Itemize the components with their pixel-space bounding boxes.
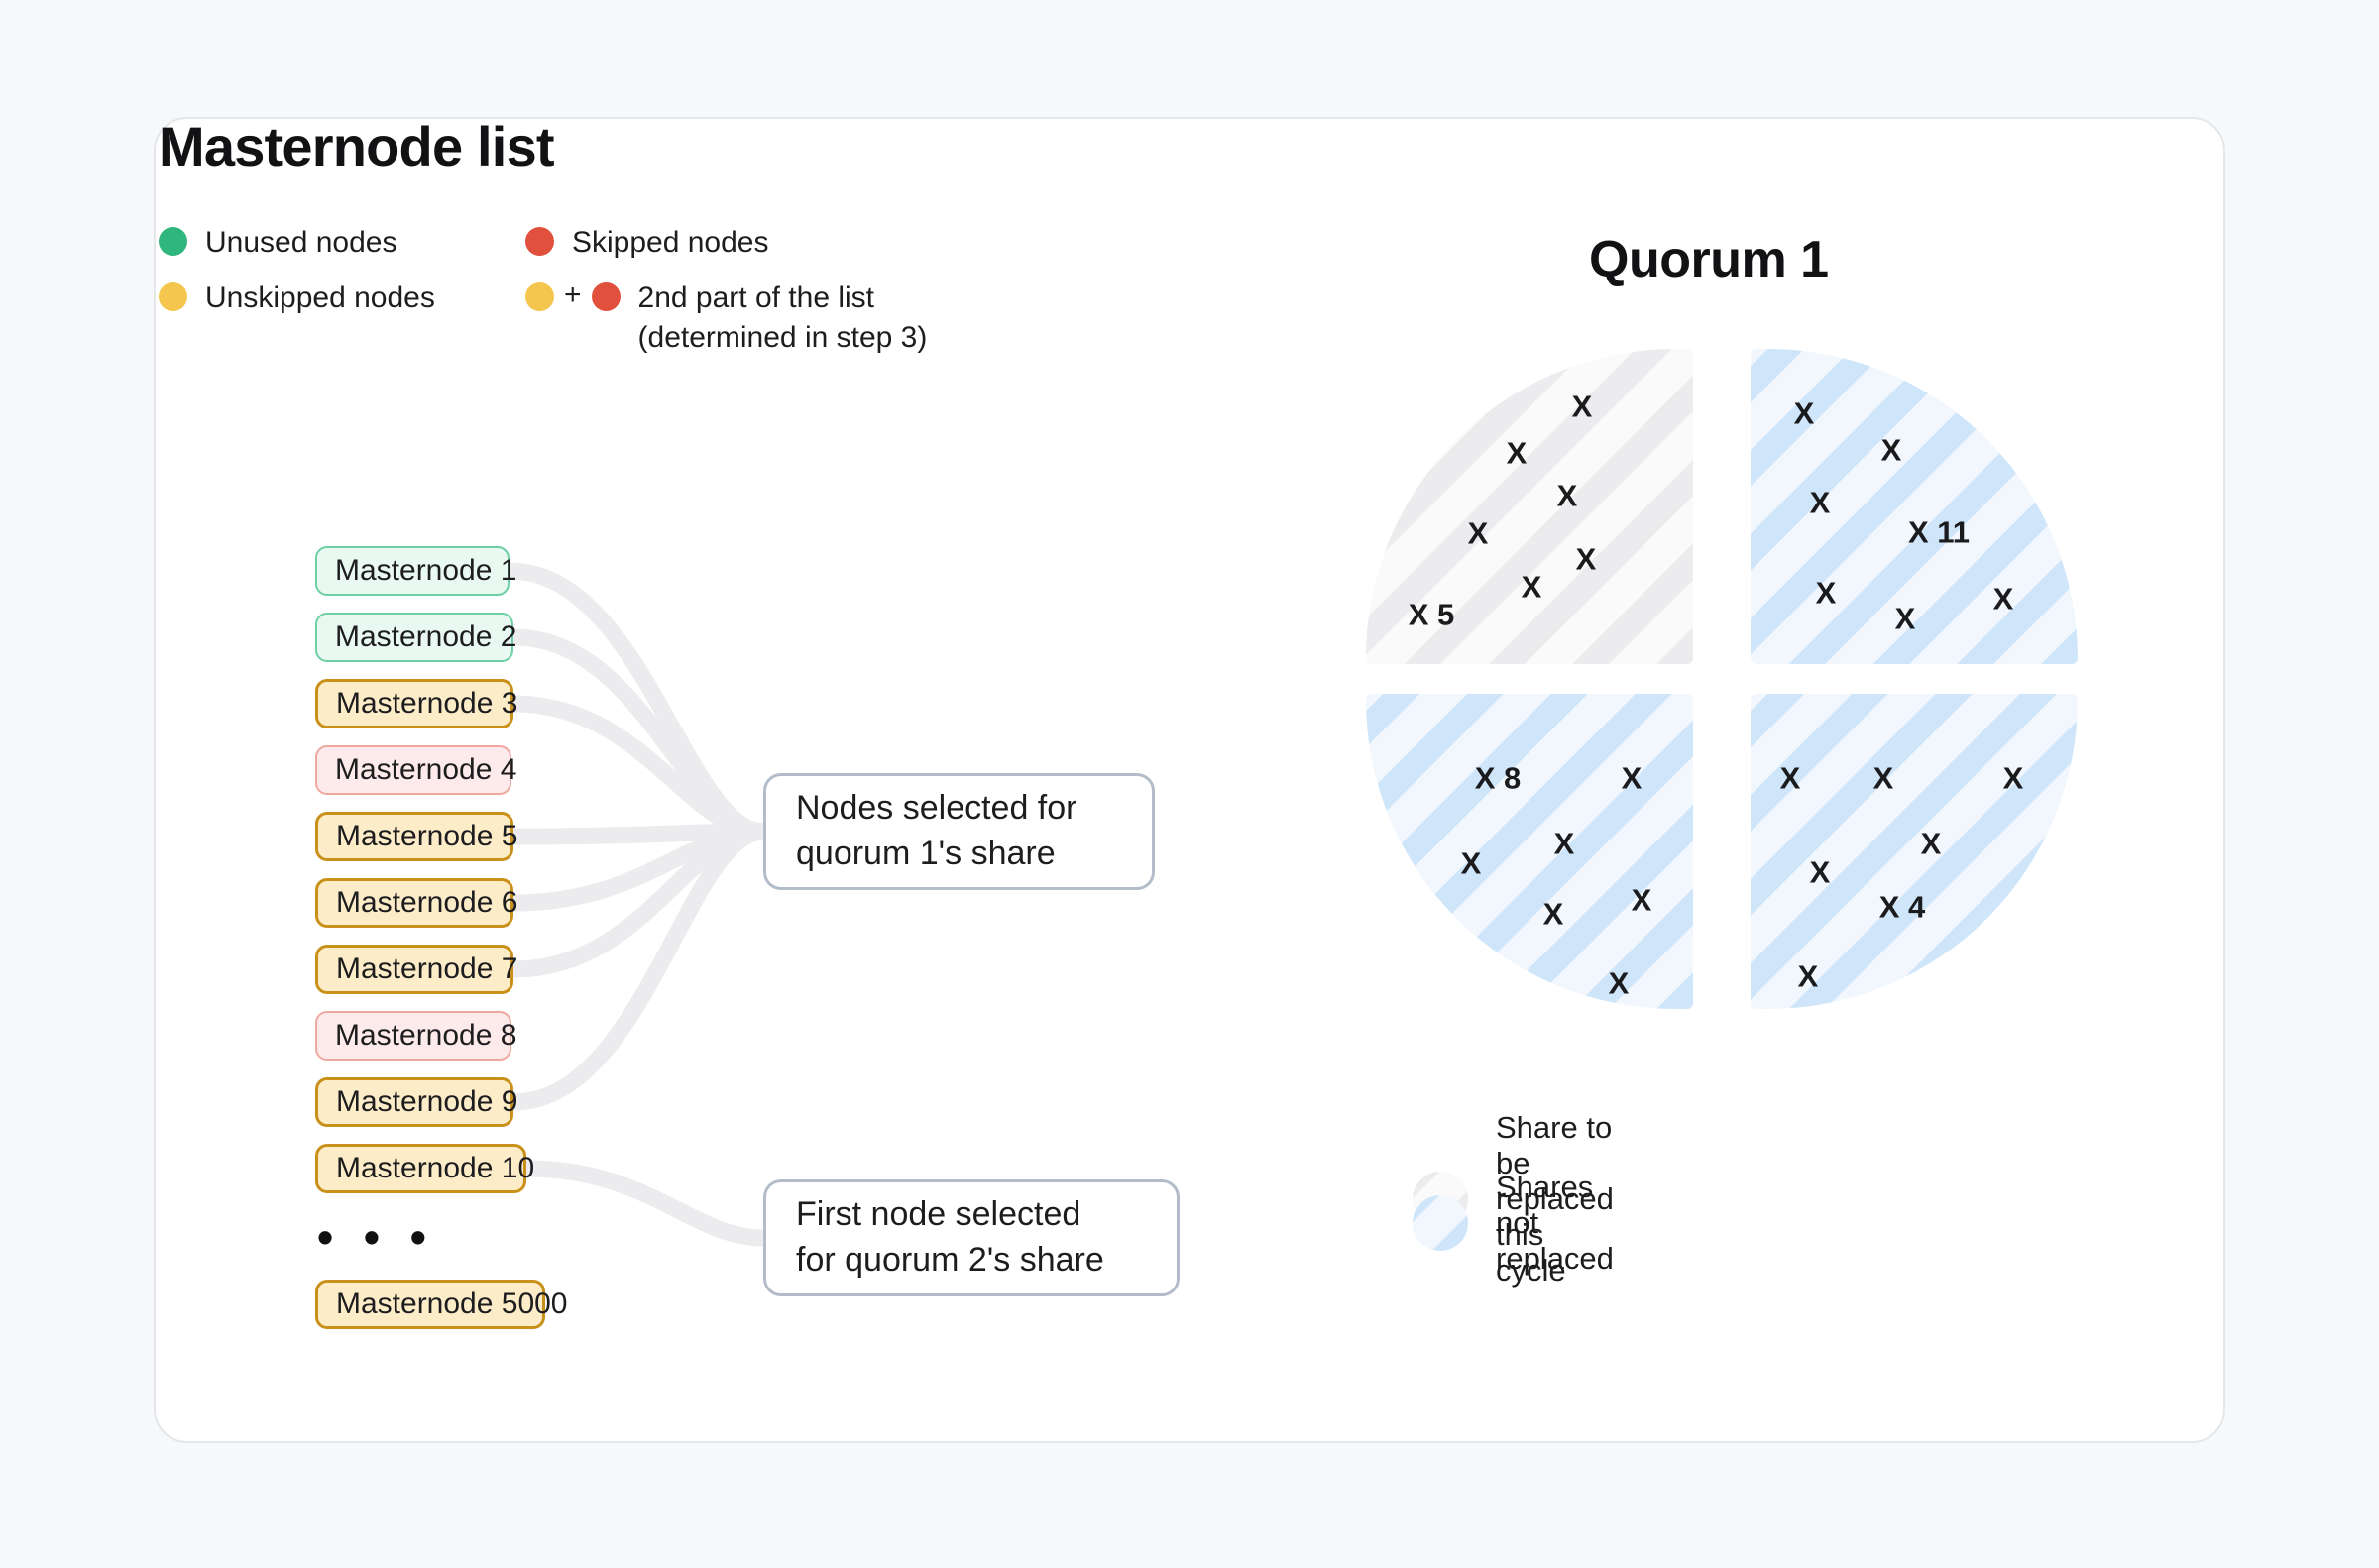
share-x-mark: X <box>1779 760 1801 796</box>
share-x-mark: X <box>1553 826 1575 861</box>
legend-dot-unused <box>159 227 187 256</box>
pie-legend-swatch-blue <box>1413 1195 1468 1251</box>
quorum-title: Quorum 1 <box>1589 231 1829 288</box>
masternode-pill[interactable]: Masternode 3 <box>315 679 517 728</box>
masternode-pill[interactable]: Masternode 1 <box>315 546 516 596</box>
share-x-mark: X <box>1815 575 1837 611</box>
masternode-list-title: Masternode list <box>159 115 555 177</box>
share-x-mark: X <box>1542 896 1564 932</box>
masternode-pill[interactable]: Masternode 7 <box>315 945 517 994</box>
masternode-pill[interactable]: Masternode 6 <box>315 878 517 928</box>
callout-quorum-1-share: Nodes selected for quorum 1's share <box>763 773 1155 890</box>
masternode-pill[interactable]: Masternode 2 <box>315 613 516 662</box>
masternode-list-panel: Masternode list <box>159 119 1071 174</box>
share-x-mark: X <box>1872 760 1894 796</box>
legend-plus-sign: + <box>564 279 582 311</box>
list-ellipsis: • • • <box>317 1211 435 1263</box>
legend-item-second-part: +2nd part of the list (determined in ste… <box>525 279 927 357</box>
legend-item-unused: Unused nodes <box>159 223 396 263</box>
legend-dot-second-part-secondary <box>591 282 621 311</box>
callout-quorum-2-share: First node selected for quorum 2's share <box>763 1179 1180 1296</box>
share-x-mark: X <box>1621 760 1643 796</box>
share-count-label: X 4 <box>1878 889 1926 925</box>
masternode-pill[interactable]: Masternode 4 <box>315 745 516 795</box>
share-x-mark: X <box>1880 432 1902 468</box>
share-x-mark: X <box>1809 854 1831 890</box>
share-x-mark: X <box>1793 395 1815 431</box>
share-x-mark: X <box>1809 485 1831 520</box>
share-x-mark: X <box>1894 601 1916 636</box>
share-x-mark: X <box>1575 541 1597 577</box>
masternode-pill[interactable]: Masternode 5000 <box>315 1280 568 1329</box>
legend-item-skipped: Skipped nodes <box>525 223 769 263</box>
legend-label: Skipped nodes <box>572 226 769 259</box>
legend-dot-skipped <box>525 227 554 256</box>
legend-label: Unskipped nodes <box>205 281 435 314</box>
masternode-pill[interactable]: Masternode 9 <box>315 1077 517 1127</box>
share-x-mark: X <box>1467 515 1489 551</box>
share-x-mark: X <box>2002 760 2024 796</box>
share-x-mark: X <box>1521 569 1542 605</box>
legend-item-unskipped: Unskipped nodes <box>159 279 435 318</box>
pie-legend-item-shares-not-replaced: Shares not replaced <box>1413 1170 1614 1277</box>
legend-dot-second-part <box>525 282 554 311</box>
pie-legend-label: Share to be replaced this cycle <box>1496 1110 1614 1288</box>
share-count-label: X 8 <box>1474 760 1522 796</box>
legend-label: 2nd part of the list (determined in step… <box>637 281 928 354</box>
share-x-mark: X <box>1797 958 1819 994</box>
masternode-pill[interactable]: Masternode 5 <box>315 812 517 861</box>
share-x-mark: X <box>1920 826 1942 861</box>
legend-dot-unskipped <box>159 282 187 311</box>
share-x-mark: X <box>1571 389 1593 424</box>
share-x-mark: X <box>1556 478 1578 513</box>
share-x-mark: X <box>1992 581 2014 616</box>
share-x-mark: X <box>1608 965 1630 1001</box>
share-x-mark: X <box>1460 845 1482 881</box>
legend-label: Unused nodes <box>205 226 397 259</box>
share-x-mark: X <box>1631 882 1652 918</box>
masternode-pill[interactable]: Masternode 10 <box>315 1144 534 1193</box>
masternode-pill[interactable]: Masternode 8 <box>315 1011 516 1061</box>
pie-legend-label: Shares not replaced <box>1496 1170 1614 1276</box>
share-x-mark: X <box>1506 435 1528 471</box>
share-count-label: X 11 <box>1907 514 1971 550</box>
share-count-label: X 5 <box>1408 597 1455 632</box>
